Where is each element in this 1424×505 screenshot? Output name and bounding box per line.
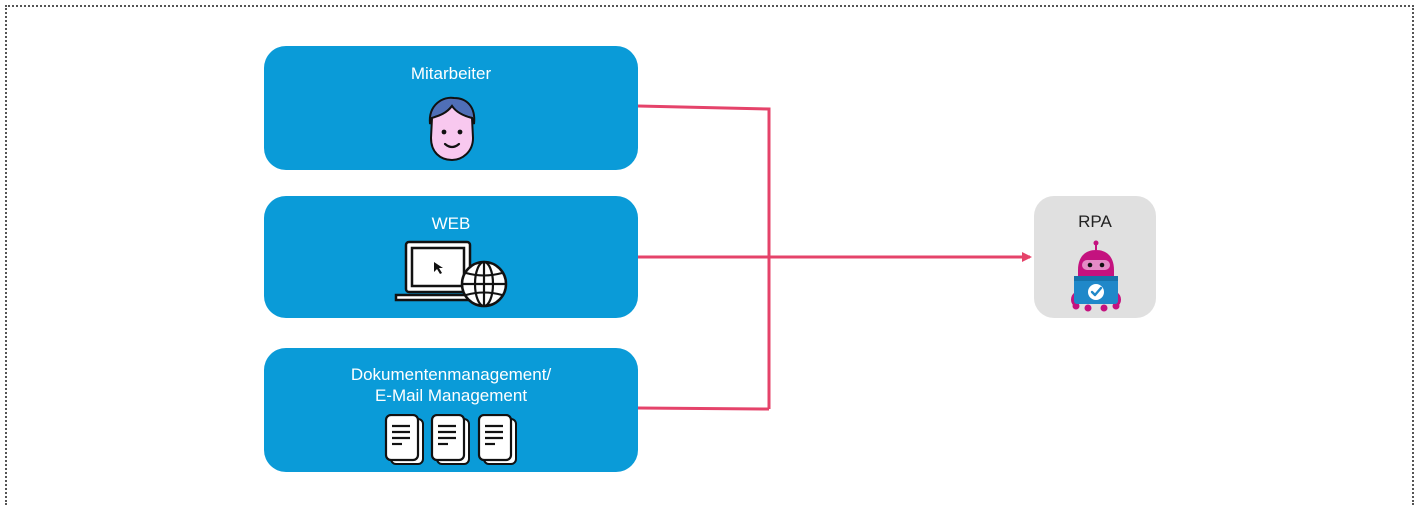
source-box-web: WEB <box>264 196 638 318</box>
source-label-web: WEB <box>431 214 471 233</box>
connector-mitarbeiter <box>637 104 771 409</box>
documents-icon <box>384 414 517 465</box>
laptop-globe-icon <box>394 240 508 308</box>
target-label-rpa: RPA <box>1078 212 1112 231</box>
diagram-frame <box>5 5 1414 505</box>
connector-dokumentenmanagement <box>637 406 770 411</box>
robot-icon <box>1071 240 1121 312</box>
document-icon-1 <box>384 414 424 465</box>
source-label-mitarbeiter: Mitarbeiter <box>410 64 492 83</box>
document-icon-2 <box>430 414 470 465</box>
document-icon-3 <box>477 414 517 465</box>
employee-face-icon <box>428 96 476 162</box>
source-box-dokumentenmanagement: Dokumentenmanagement/ E-Mail Management <box>264 348 638 472</box>
source-label-dokumentenmanagement-line2: E-Mail Management <box>374 386 528 405</box>
source-box-mitarbeiter: Mitarbeiter <box>264 46 638 170</box>
target-box-rpa: RPA <box>1034 196 1156 318</box>
source-label-dokumentenmanagement-line1: Dokumentenmanagement/ <box>350 365 552 384</box>
